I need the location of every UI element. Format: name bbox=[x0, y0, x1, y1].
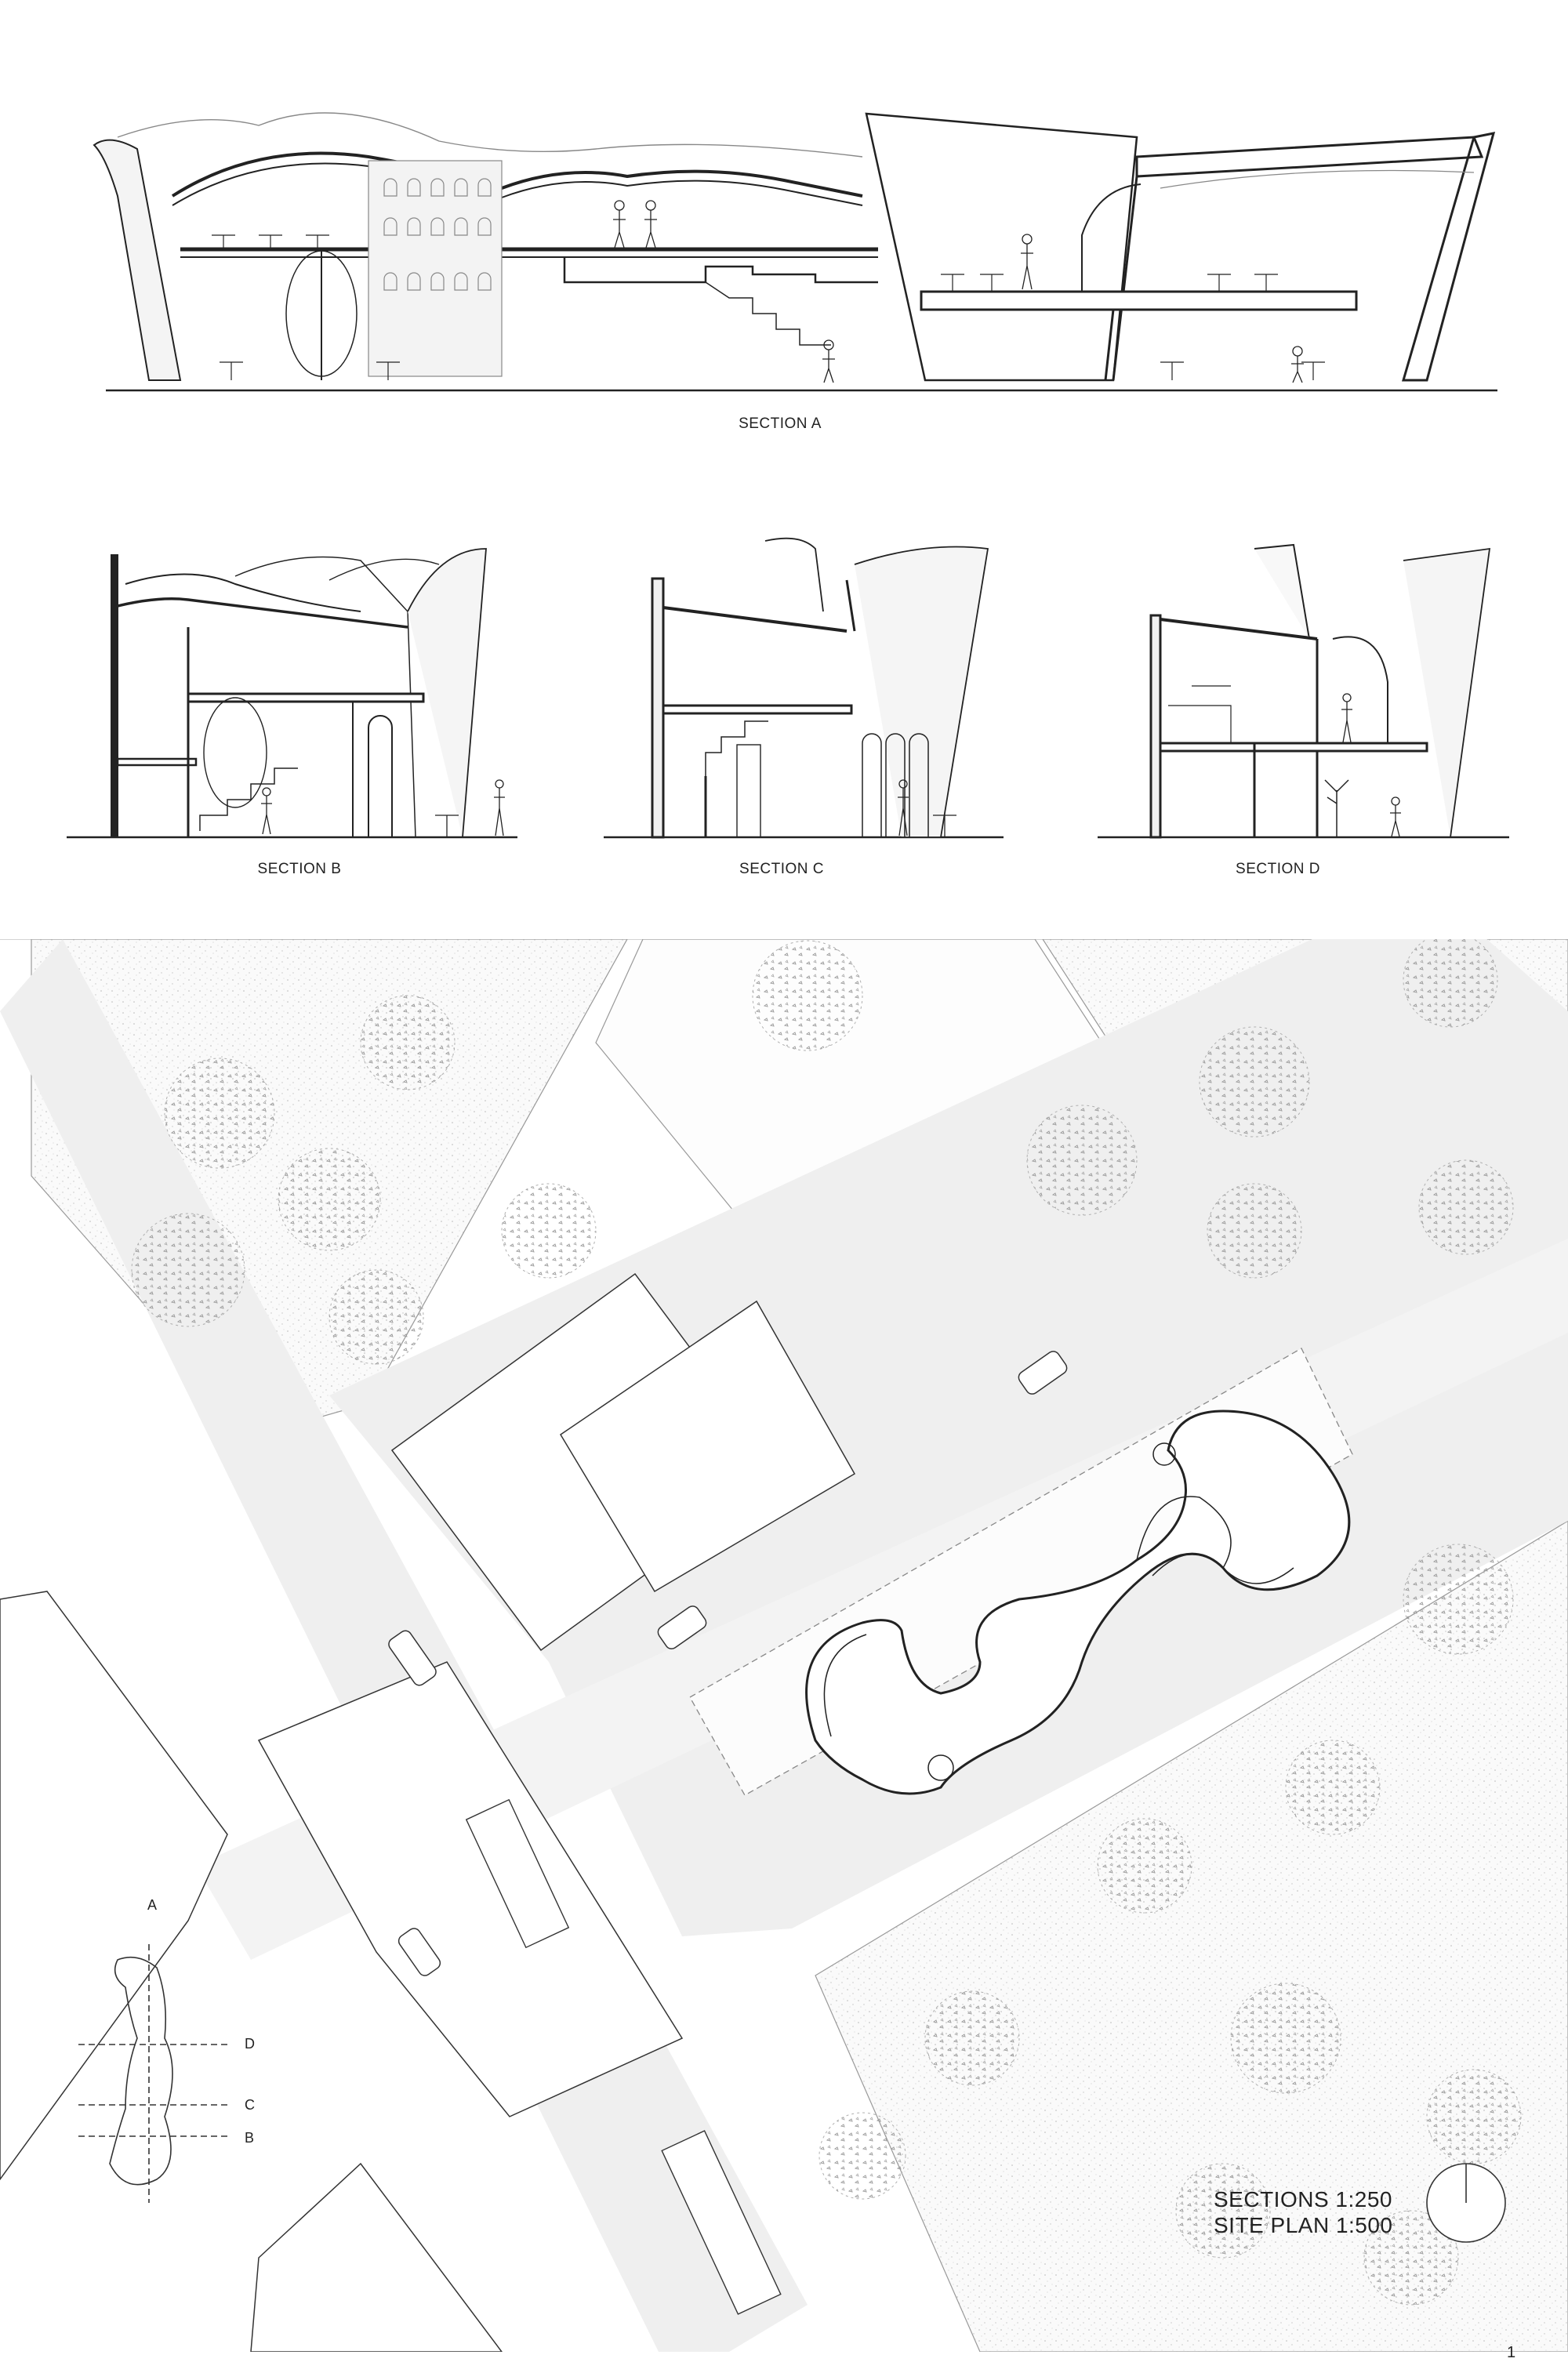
key-plan bbox=[78, 1944, 227, 2203]
building-footprint bbox=[805, 1410, 1351, 1795]
crosswalk-1 bbox=[465, 1798, 570, 1949]
section-d-label: SECTION D bbox=[1236, 861, 1320, 877]
section-c-label: SECTION C bbox=[739, 861, 824, 877]
section-a-drawing bbox=[93, 112, 1497, 392]
key-plan-label-c: C bbox=[245, 2097, 255, 2113]
key-plan-label-a: A bbox=[147, 1897, 158, 1913]
section-b-label: SECTION B bbox=[257, 861, 342, 877]
crosswalk-2 bbox=[661, 2130, 782, 2315]
site-plan-scale: SITE PLAN 1:500 bbox=[1214, 2213, 1393, 2237]
section-d-drawing bbox=[1098, 543, 1509, 839]
section-a-label: SECTION A bbox=[739, 415, 822, 432]
site-plan bbox=[0, 939, 1568, 2352]
sections-scale: SECTIONS 1:250 bbox=[1214, 2187, 1392, 2211]
parked-cars bbox=[388, 1351, 1068, 1976]
plot-bottom-left bbox=[250, 2162, 503, 2352]
page-number: 1 bbox=[1507, 2344, 1516, 2361]
key-plan-label-d: D bbox=[245, 2036, 255, 2052]
landscape-zone-south-east bbox=[815, 1520, 1568, 2352]
plot-south-west bbox=[0, 1591, 228, 2181]
section-b-drawing bbox=[67, 548, 517, 839]
trees bbox=[131, 939, 1522, 2306]
key-plan-label-b: B bbox=[245, 2130, 255, 2146]
section-c-drawing bbox=[604, 537, 1004, 839]
plot-rectangle-east bbox=[559, 1300, 856, 1593]
